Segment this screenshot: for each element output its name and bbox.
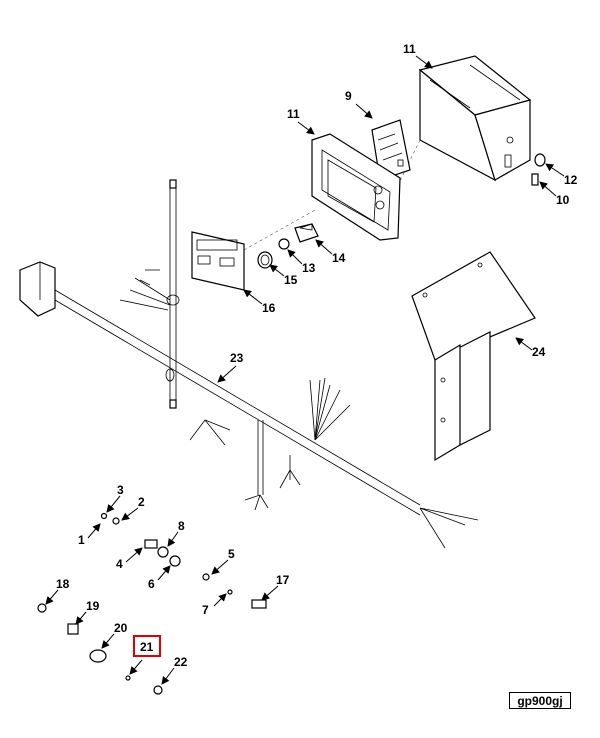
callout-22: 22 [174, 655, 188, 669]
callout-20: 20 [114, 621, 128, 635]
enclosure-box [397, 55, 532, 186]
callout-7: 7 [202, 603, 209, 617]
callout-9: 9 [345, 89, 352, 103]
leader-arrows [45, 55, 565, 685]
callout-1: 1 [78, 533, 85, 547]
callout-10: 10 [556, 193, 570, 207]
mounting-bracket [411, 251, 536, 462]
wire-harness [19, 179, 479, 549]
loose-hardware [37, 512, 267, 695]
callout-16: 16 [262, 301, 276, 315]
callout-17: 17 [276, 573, 290, 587]
callout-18: 18 [56, 577, 70, 591]
front-panel-bezel [311, 133, 401, 241]
callout-21: 21 [140, 640, 154, 654]
callout-3: 3 [117, 483, 124, 497]
callout-24: 24 [532, 345, 546, 359]
callout-23: 23 [230, 351, 244, 365]
display-overlay [191, 231, 245, 291]
callouts: 11 9 11 12 10 14 13 15 16 23 24 3 2 1 8 … [56, 42, 578, 669]
figure-id-label: gp900gj [509, 692, 571, 709]
callout-15: 15 [284, 273, 298, 287]
callout-5: 5 [228, 547, 235, 561]
callout-8: 8 [178, 519, 185, 533]
small-hardware [243, 153, 546, 269]
callout-19: 19 [86, 599, 100, 613]
callout-21-highlight-box [133, 635, 161, 657]
callout-12: 12 [564, 173, 578, 187]
control-board [371, 119, 411, 181]
callout-11-enclosure: 11 [403, 42, 416, 56]
callout-14: 14 [332, 251, 346, 265]
callout-13: 13 [302, 261, 316, 275]
callout-11-bezel: 11 [287, 107, 300, 121]
callout-4: 4 [116, 557, 123, 571]
callout-2: 2 [138, 495, 145, 509]
callout-6: 6 [148, 577, 155, 591]
